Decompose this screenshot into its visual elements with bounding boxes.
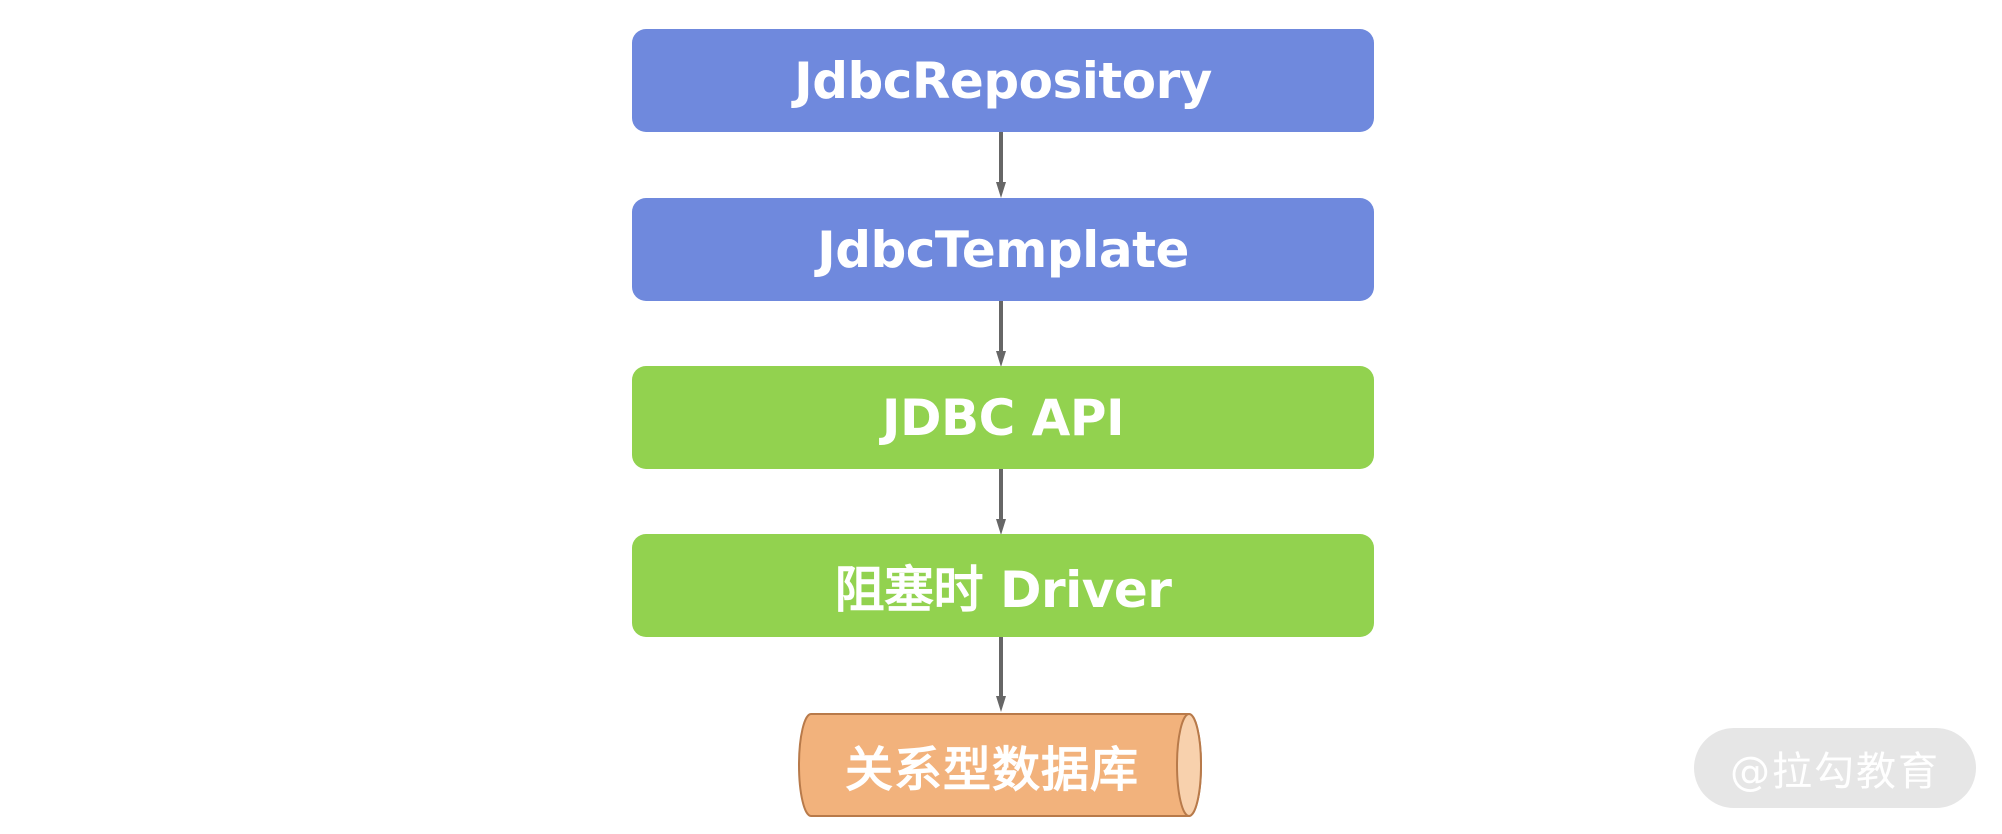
arrow-driver-to-database (996, 637, 1006, 712)
jdbc-repository-label: JdbcRepository (794, 51, 1212, 110)
relational-database-cylinder: 关系型数据库 (797, 712, 1205, 818)
watermark-badge: @拉勾教育 (1694, 728, 1976, 808)
watermark-text: @拉勾教育 (1730, 749, 1940, 795)
jdbc-template-box: JdbcTemplate (632, 198, 1374, 301)
arrow-jdbc-api-to-driver (996, 469, 1006, 535)
blocking-driver-box: 阻塞时 Driver (632, 534, 1374, 637)
jdbc-api-box: JDBC API (632, 366, 1374, 469)
jdbc-repository-box: JdbcRepository (632, 29, 1374, 132)
database-cylinder-icon (798, 713, 1202, 817)
blocking-driver-label: 阻塞时 Driver (834, 560, 1172, 619)
arrow-template-to-jdbc-api (996, 301, 1006, 367)
jdbc-template-label: JdbcTemplate (817, 220, 1189, 279)
relational-database-label: 关系型数据库 (844, 742, 1139, 798)
jdbc-api-label: JDBC API (881, 388, 1125, 447)
arrow-repository-to-template (996, 132, 1006, 198)
